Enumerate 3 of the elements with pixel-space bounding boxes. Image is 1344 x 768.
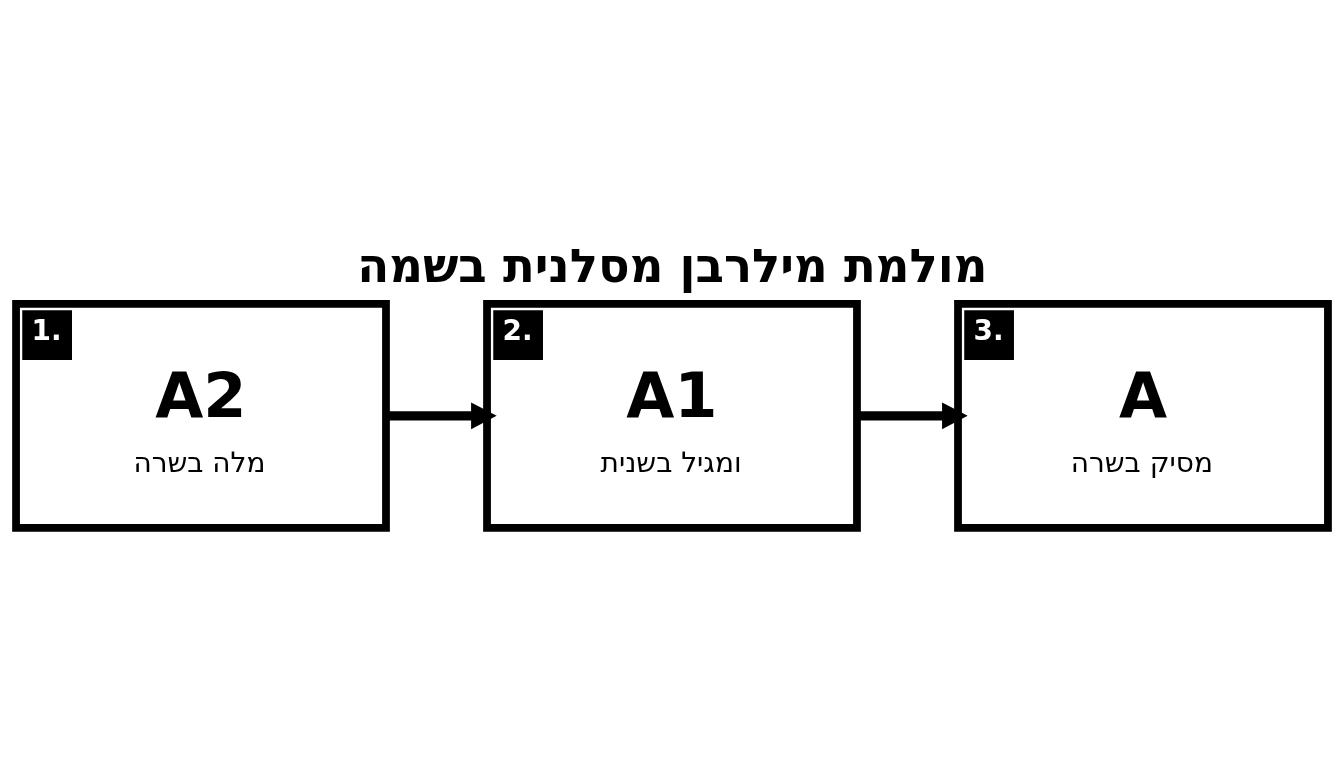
arrow bbox=[386, 402, 497, 430]
diagram-title: מולמת מילרבן מסלנית בשמה bbox=[357, 239, 988, 294]
arrow bbox=[857, 402, 968, 430]
